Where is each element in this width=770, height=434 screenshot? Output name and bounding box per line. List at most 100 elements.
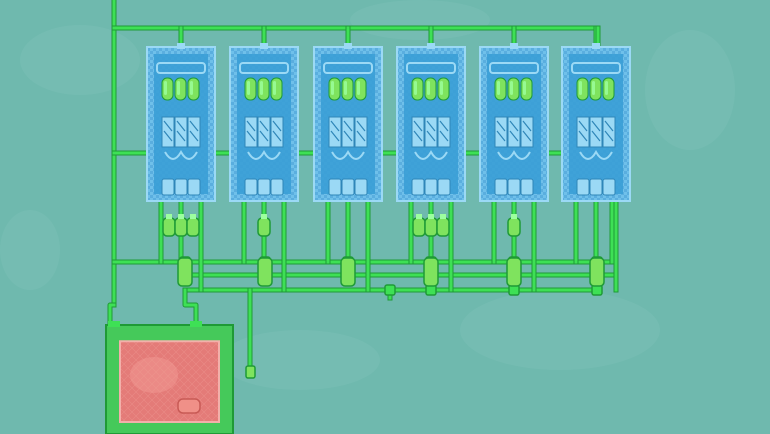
machine-pipework [156, 62, 206, 74]
output-port [270, 178, 284, 196]
valve-handle [416, 214, 422, 219]
tank-shine [344, 81, 347, 95]
valve-row [162, 214, 605, 379]
gas-tank [187, 77, 200, 101]
liquid-bridge[interactable] [177, 257, 193, 287]
tank-shine [440, 81, 443, 95]
pipe-segment [108, 303, 116, 327]
gas-tank [161, 77, 174, 101]
output-port [187, 178, 201, 196]
background-blotch [460, 290, 660, 370]
refinery-machine[interactable] [229, 43, 299, 202]
valve-body [257, 217, 271, 237]
contents-shine [130, 357, 178, 393]
output-port [341, 178, 355, 196]
valve-body [436, 217, 450, 237]
bridge-body [589, 257, 605, 287]
output-port [328, 178, 342, 196]
tank-shine [605, 81, 608, 95]
valve-body [186, 217, 200, 237]
cartridge-mark [272, 120, 282, 142]
tank-shine [190, 81, 193, 95]
cartridge-mark [189, 120, 199, 142]
bridge-body [177, 257, 193, 287]
cartridge-mark [509, 120, 519, 142]
gas-tank [507, 77, 520, 101]
liquid-bridge[interactable] [340, 257, 356, 287]
liquid-reservoir[interactable] [105, 321, 234, 434]
machine-coil [247, 149, 281, 160]
input-port [260, 43, 268, 49]
output-port [354, 178, 368, 196]
tank-shine [510, 81, 513, 95]
output-port [602, 178, 616, 196]
machine-coil [164, 149, 198, 160]
tank-shine [427, 81, 430, 95]
machine-pipework [406, 62, 456, 74]
pipe-valve[interactable] [257, 214, 271, 237]
cartridge-mark [578, 120, 588, 142]
tank-shine [247, 81, 250, 95]
cartridge-mark [604, 120, 614, 142]
gas-tank [520, 77, 533, 101]
gas-tank [602, 77, 615, 101]
pipe-valve[interactable] [507, 214, 521, 237]
cartridge-mark [591, 120, 601, 142]
reservoir-pump [177, 398, 201, 414]
pipe-valve[interactable] [412, 214, 426, 237]
cartridge-mark [496, 120, 506, 142]
pipe-valve[interactable] [436, 214, 450, 237]
gas-tank [257, 77, 270, 101]
liquid-bridge[interactable] [423, 257, 439, 287]
input-port [592, 43, 600, 49]
bridge-body [506, 257, 522, 287]
output-port [244, 178, 258, 196]
reservoir-input [108, 321, 120, 327]
output-port [174, 178, 188, 196]
output-port [576, 178, 590, 196]
liquid-bridge[interactable] [506, 257, 522, 287]
input-port [344, 43, 352, 49]
machine-pipework [239, 62, 289, 74]
reservoir-input [190, 321, 202, 327]
gas-tank [424, 77, 437, 101]
machine-pipework [489, 62, 539, 74]
tank-shine [523, 81, 526, 95]
refinery-machine[interactable] [479, 43, 549, 202]
cartridge-mark [163, 120, 173, 142]
tank-shine [414, 81, 417, 95]
valve-body [174, 217, 188, 237]
pipe-outlet[interactable] [245, 365, 256, 379]
pipe-valve[interactable] [186, 214, 200, 237]
output-port [507, 178, 521, 196]
gas-tank [244, 77, 257, 101]
pipe-junction [384, 284, 396, 296]
tank-shine [592, 81, 595, 95]
machine-row [146, 43, 631, 202]
bridge-body [340, 257, 356, 287]
background-blotch [20, 25, 140, 95]
gas-tank [589, 77, 602, 101]
output-port [437, 178, 451, 196]
output-port [589, 178, 603, 196]
machine-coil [414, 149, 448, 160]
output-port [257, 178, 271, 196]
valve-body [412, 217, 426, 237]
refinery-machine[interactable] [146, 43, 216, 202]
liquid-bridge[interactable] [257, 257, 273, 287]
output-port [161, 178, 175, 196]
gas-tank [270, 77, 283, 101]
refinery-machine[interactable] [313, 43, 383, 202]
output-port [494, 178, 508, 196]
liquid-bridge[interactable] [589, 257, 605, 287]
refinery-machine[interactable] [396, 43, 466, 202]
valve-body [424, 217, 438, 237]
valve-handle [178, 214, 184, 219]
refinery-machine[interactable] [561, 43, 631, 202]
tank-shine [579, 81, 582, 95]
tank-shine [164, 81, 167, 95]
gas-tank [576, 77, 589, 101]
input-port [427, 43, 435, 49]
gas-tank [174, 77, 187, 101]
